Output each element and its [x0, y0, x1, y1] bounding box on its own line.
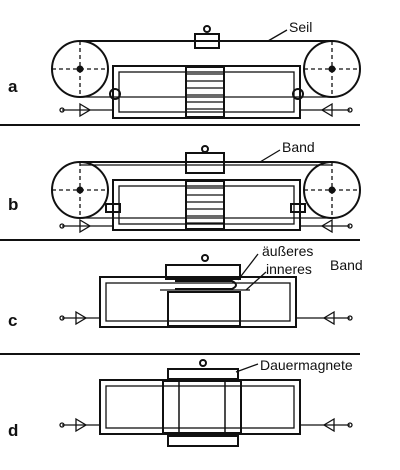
pulley-left — [51, 161, 109, 219]
port-in-b — [59, 218, 113, 234]
label-seil: Seil — [289, 19, 312, 35]
outer-magnet-top — [167, 359, 239, 380]
panel-letter-c: c — [8, 311, 17, 330]
pulley-left — [51, 40, 109, 98]
piston-b — [185, 180, 225, 230]
port-out-a — [300, 102, 353, 118]
inner-magnet-right — [224, 380, 242, 434]
port-in-a — [59, 102, 113, 118]
port-out-d — [300, 417, 353, 433]
piston-a — [185, 66, 225, 118]
piston-core — [178, 380, 226, 434]
port-in-d — [59, 417, 100, 433]
leader-line — [235, 363, 259, 373]
panel-c: c äußeres inneres Band — [8, 243, 363, 330]
tube-d-inner — [105, 385, 295, 429]
piston-d — [162, 380, 242, 434]
panel-letter-b: b — [8, 195, 18, 214]
panel-a: a — [8, 19, 361, 119]
tube-c — [99, 276, 297, 328]
slider-carriage-b — [185, 145, 225, 174]
piston-c — [167, 291, 241, 327]
outer-band — [175, 280, 237, 290]
leader-line — [237, 253, 259, 281]
label-outer-band: äußeres — [262, 243, 313, 259]
tube-a-inner — [118, 71, 295, 113]
label-band: Band — [282, 139, 315, 155]
leader-line — [245, 271, 267, 291]
tube-c-inner — [105, 282, 291, 322]
label-band-c: Band — [330, 257, 363, 273]
slider-carriage-c — [165, 254, 241, 280]
tube-d — [99, 379, 301, 435]
pulley-right — [303, 161, 361, 219]
label-permanent-magnets: Dauermagnete — [260, 357, 353, 373]
label-inner-band: inneres — [266, 261, 312, 277]
port-in-c — [59, 310, 100, 326]
port-out-b — [300, 218, 353, 234]
seal-right-b — [290, 203, 306, 213]
panel-d: d Dauermagnete — [8, 357, 353, 447]
leader-line — [267, 29, 288, 42]
leader-line — [259, 149, 281, 163]
seal-left-b — [105, 203, 121, 213]
outer-magnet-bottom — [167, 435, 239, 447]
panel-letter-a: a — [8, 77, 18, 96]
seal-right-a — [292, 88, 304, 100]
port-out-c — [296, 310, 353, 326]
seal-left-a — [109, 88, 121, 100]
panel-b: b — [8, 139, 361, 234]
inner-magnet-left — [162, 380, 180, 434]
slider-carriage-a — [194, 25, 220, 49]
panel-letter-d: d — [8, 421, 18, 440]
pulley-right — [303, 40, 361, 98]
